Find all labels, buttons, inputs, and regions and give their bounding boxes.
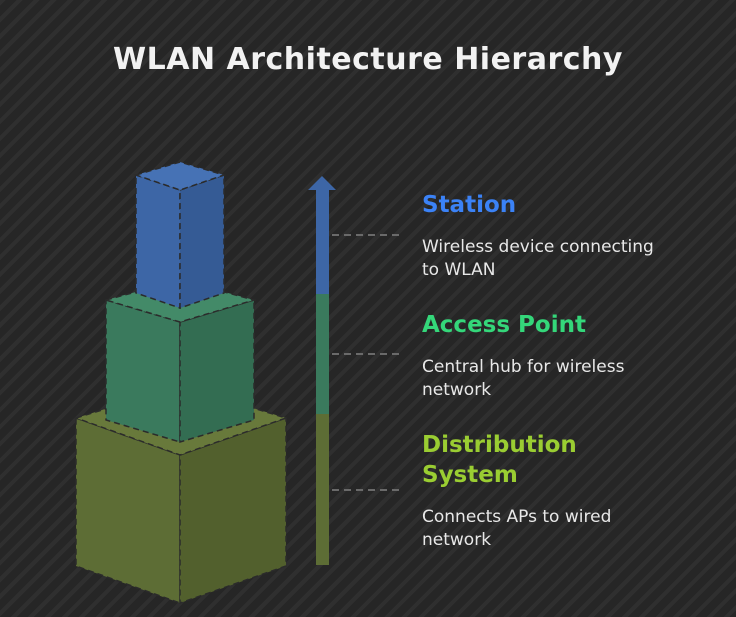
station-block — [133, 161, 227, 310]
diagram-title: WLAN Architecture Hierarchy — [113, 42, 623, 77]
access-point-label: Access Point — [422, 312, 586, 338]
distribution-label: Distribution System — [422, 432, 577, 488]
hierarchy-arrow — [308, 176, 336, 565]
access-point-description: Central hub for wireless network — [422, 357, 625, 400]
station-description: Wireless device connecting to WLAN — [422, 237, 654, 280]
distribution-description: Connects APs to wired network — [422, 507, 612, 550]
station-label: Station — [422, 192, 517, 218]
